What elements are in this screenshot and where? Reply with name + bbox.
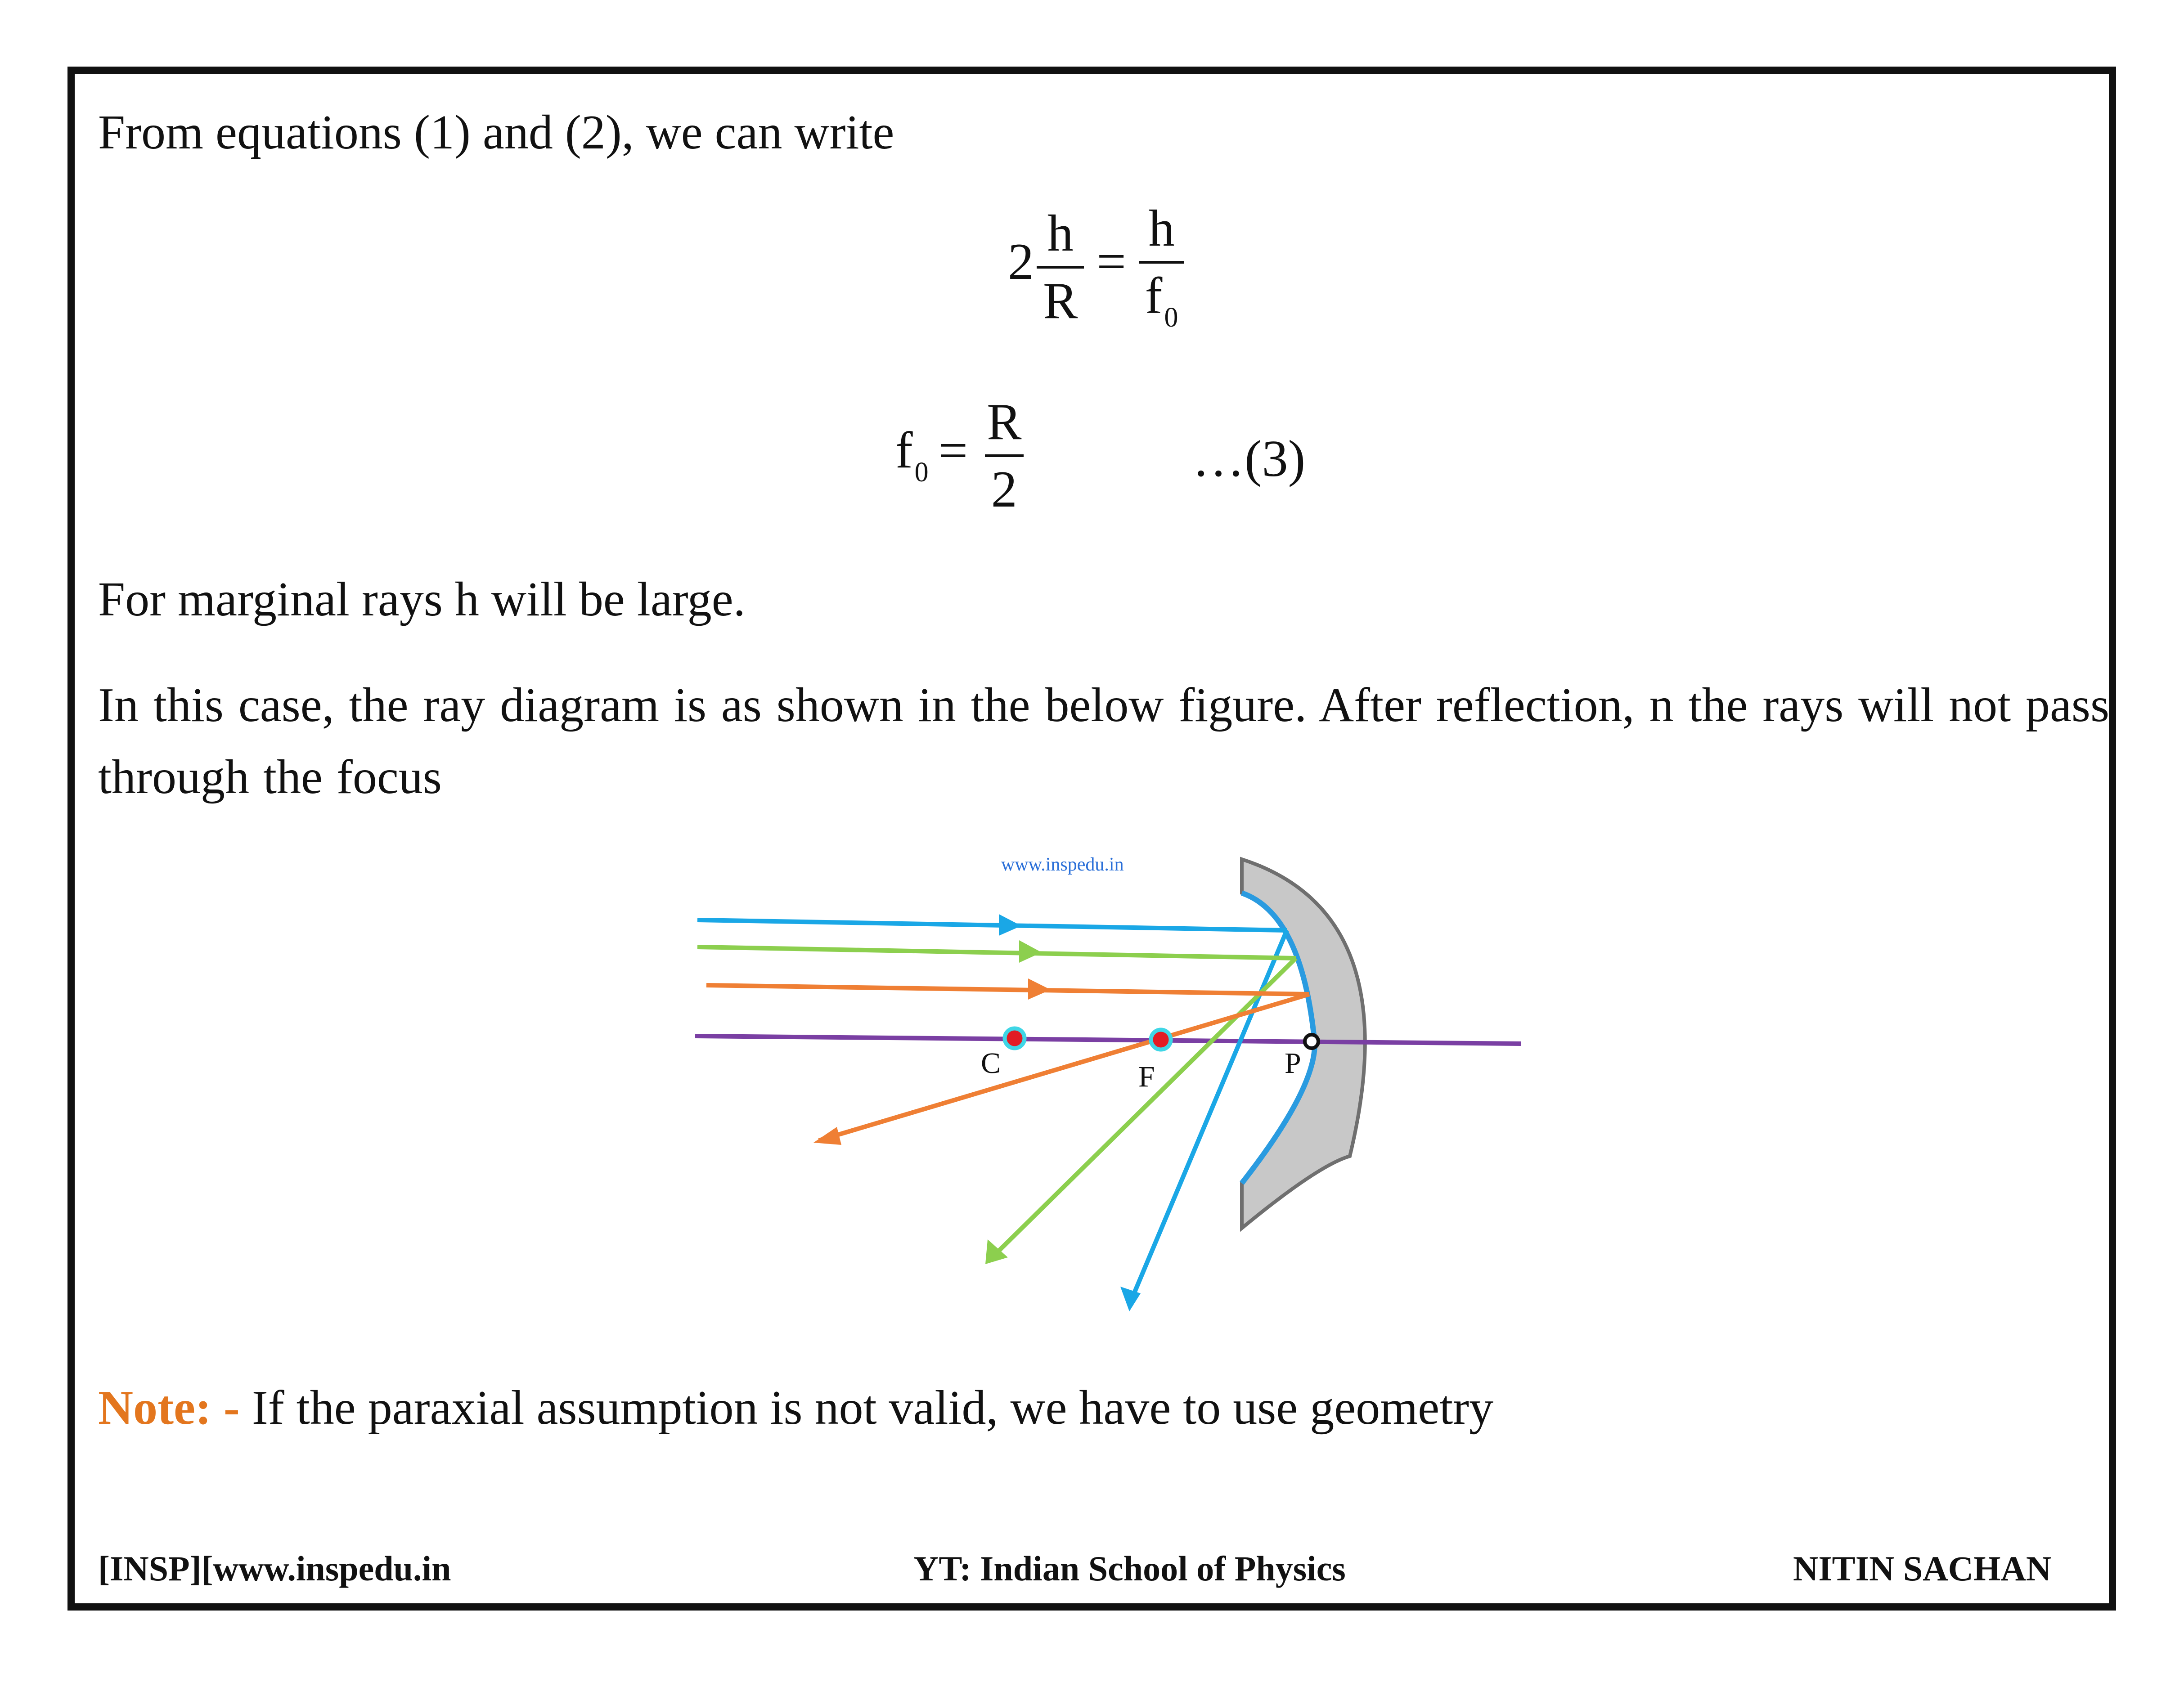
- ray2-reflected: [988, 956, 1298, 1261]
- label-p: P: [1285, 1047, 1301, 1080]
- eq3-subscript: 0: [914, 457, 929, 488]
- footer-left: [INSP][www.inspedu.in: [98, 1549, 451, 1588]
- center-of-curvature-point: [1002, 1026, 1027, 1050]
- label-f: F: [1138, 1060, 1155, 1093]
- label-c: C: [981, 1047, 1001, 1080]
- marginal-rays-text: For marginal rays h will be large.: [98, 573, 746, 626]
- ray1-incident: [697, 918, 1287, 933]
- intro-text: From equations (1) and (2), we can write: [98, 106, 894, 159]
- pole-point: [1303, 1033, 1320, 1050]
- watermark: www.inspedu.in: [1001, 854, 1124, 875]
- ray1-arrowhead: [999, 914, 1021, 936]
- eq1-coefficient: 2: [1008, 233, 1034, 291]
- eq1-rhs-f: f: [1145, 267, 1163, 325]
- ray-diagram-text: In this case, the ray diagram is as show…: [98, 678, 2109, 804]
- eq1-lhs-numerator: h: [1047, 204, 1074, 262]
- focus-point: [1149, 1027, 1173, 1052]
- eq3-numerator: R: [987, 393, 1022, 451]
- eq1-lhs-denominator: R: [1037, 265, 1084, 327]
- footer-right: NITIN SACHAN: [1793, 1549, 2052, 1588]
- ray3-reflected: [818, 992, 1310, 1143]
- equation-tag: …(3): [1192, 430, 1306, 488]
- eq3-f: f: [895, 422, 913, 480]
- eq1-rhs-subscript: 0: [1164, 302, 1178, 333]
- ray2-incident: [697, 945, 1296, 960]
- eq1-rhs-numerator: h: [1148, 200, 1175, 257]
- ray1-reflected: [1127, 929, 1289, 1306]
- ray3-incident: [706, 983, 1310, 996]
- ray2-arrowhead-reflected: [985, 1239, 1008, 1264]
- ray1-arrowhead-reflected: [1120, 1287, 1141, 1311]
- note-label: Note: -: [98, 1381, 240, 1435]
- footer-center: YT: Indian School of Physics: [913, 1549, 1346, 1588]
- note-paragraph: Note: - If the paraxial assumption is no…: [98, 1372, 2109, 1444]
- principal-axis: [695, 1034, 1521, 1046]
- page-border: [67, 67, 2116, 1611]
- eq1-equals: =: [1096, 233, 1126, 291]
- ray3-arrowhead: [1028, 978, 1051, 1000]
- eq3-equals: =: [938, 422, 968, 480]
- ray3-arrowhead-reflected: [813, 1127, 841, 1145]
- eq1-rhs-denominator: f0: [1138, 261, 1185, 333]
- eq3-denominator: 2: [984, 454, 1024, 516]
- ray2-arrowhead: [1019, 940, 1042, 963]
- note-text: If the paraxial assumption is not valid,…: [239, 1381, 1494, 1435]
